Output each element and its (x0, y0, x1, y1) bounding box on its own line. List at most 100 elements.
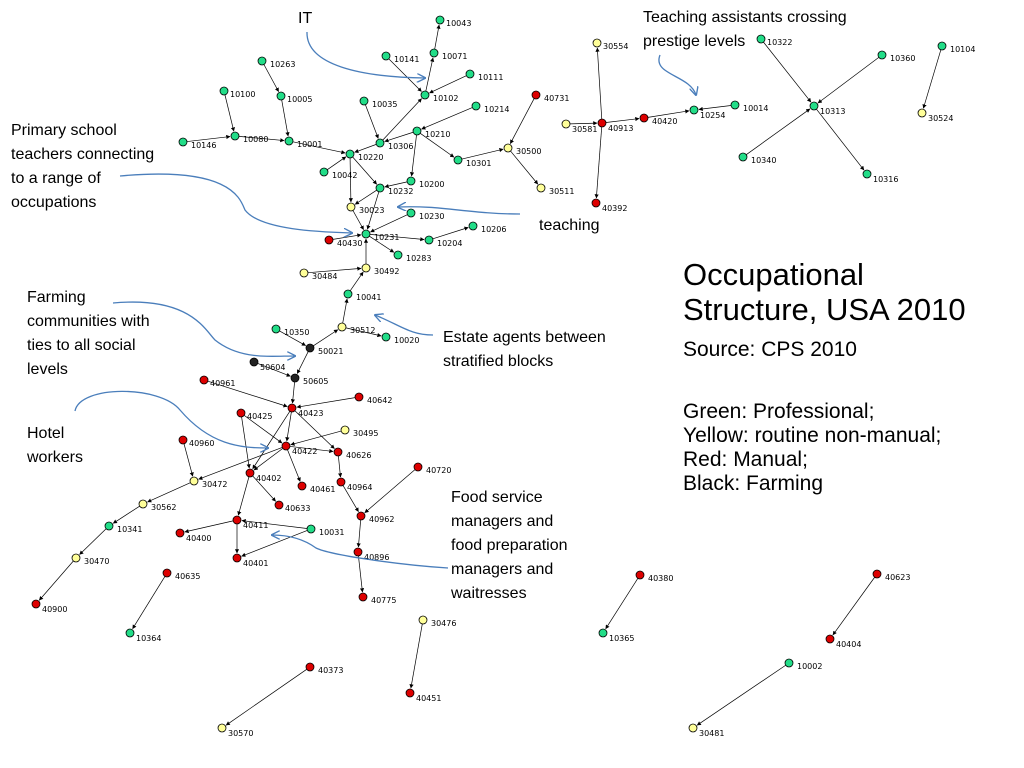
node-circle-professional (406, 208, 416, 218)
node-label: 40430 (337, 239, 362, 248)
edge-40422-40461 (287, 449, 301, 482)
node-label: 10200 (419, 180, 444, 189)
edge-10204-10206 (432, 226, 469, 240)
node-label: 30524 (928, 114, 953, 123)
edge-10146-10080 (186, 134, 231, 142)
node-label: 40642 (367, 396, 392, 405)
node-40961: 40961 (199, 375, 235, 388)
node-circle-professional (343, 289, 353, 299)
annotation-primary-school: Primary school teachers connecting to a … (11, 122, 155, 211)
legend-item-routine: Yellow: routine non-manual; (683, 424, 942, 447)
node-10254: 10254 (689, 105, 725, 120)
node-30476: 30476 (418, 615, 456, 628)
node-40960: 40960 (178, 435, 214, 448)
node-30481: 30481 (688, 723, 724, 738)
node-label: 10005 (287, 95, 312, 104)
node-circle-professional (319, 167, 329, 177)
node-label: 40461 (310, 485, 335, 494)
callout-arrow-food (272, 535, 449, 569)
node-label: 10146 (191, 141, 216, 150)
node-30570: 30570 (217, 723, 253, 738)
node-10100: 10100 (219, 86, 255, 99)
node-10014: 10014 (730, 100, 768, 113)
node-label: 30484 (312, 272, 337, 281)
node-circle-farming (249, 357, 259, 367)
node-label: 40623 (885, 573, 910, 582)
node-label: 40775 (371, 596, 396, 605)
node-circle-routine (217, 723, 227, 733)
node-label: 10042 (332, 171, 357, 180)
node-label: 10071 (442, 52, 467, 61)
edge-10313-10316 (816, 108, 865, 171)
node-10043: 10043 (435, 15, 471, 28)
node-10005: 10005 (276, 91, 312, 104)
node-label: 10231 (374, 233, 399, 242)
callout-arrow-hotel (74, 390, 268, 448)
node-circle-farming (290, 373, 300, 383)
node-circle-manual (287, 403, 297, 413)
node-label: 10340 (751, 156, 776, 165)
edge-30023-10231 (352, 210, 364, 230)
node-circle-professional (375, 138, 385, 148)
edge-40411-40400 (184, 520, 234, 534)
node-label: 10104 (950, 45, 975, 54)
node-label: 10031 (319, 528, 344, 537)
edge-10306-10220 (354, 144, 377, 153)
node-10002: 10002 (784, 658, 822, 671)
edge-10210-10306 (384, 131, 414, 143)
node-label: 30470 (84, 557, 109, 566)
node-10041: 10041 (343, 289, 381, 302)
node-10031: 10031 (306, 524, 344, 537)
edge-40423-40422 (285, 411, 292, 442)
node-label: 40411 (243, 521, 268, 530)
node-10220: 10220 (345, 149, 383, 162)
edge-30476-40451 (409, 623, 423, 689)
node-30472: 30472 (189, 476, 227, 489)
node-circle-routine (561, 119, 571, 129)
node-circle-professional (730, 100, 740, 110)
node-circle-professional (784, 658, 794, 668)
node-label: 40635 (175, 572, 200, 581)
node-circle-manual (324, 235, 334, 245)
node-10350: 10350 (271, 324, 309, 337)
node-label: 30570 (228, 729, 253, 738)
node-label: 40913 (608, 124, 633, 133)
node-40420: 40420 (639, 113, 677, 126)
source-label: Source: CPS 2010 (683, 338, 857, 361)
edge-10102-10071 (425, 57, 435, 92)
node-circle-manual (872, 569, 882, 579)
edge-10031-40401 (241, 530, 308, 557)
node-circle-professional (284, 136, 294, 146)
edge-40422-40402 (253, 448, 284, 471)
node-circle-professional (471, 101, 481, 111)
node-40633: 40633 (274, 500, 310, 513)
node-circle-professional (429, 48, 439, 58)
node-circle-professional (738, 152, 748, 162)
node-circle-professional (125, 628, 135, 638)
edge-10210-10200 (409, 134, 417, 177)
node-label: 30476 (431, 619, 456, 628)
node-label: 10254 (700, 111, 725, 120)
node-40900: 40900 (31, 599, 67, 614)
node-10313: 10313 (809, 101, 845, 116)
node-10042: 10042 (319, 167, 357, 180)
node-10204: 10204 (424, 235, 462, 248)
node-circle-manual (199, 375, 209, 385)
edge-10230-10231 (370, 214, 408, 233)
edge-40626-40964 (338, 455, 343, 478)
edge-10002-30481 (696, 664, 786, 726)
node-10263: 10263 (257, 56, 295, 69)
node-10210: 10210 (412, 126, 450, 139)
node-label: 30554 (603, 42, 628, 51)
node-circle-professional (257, 56, 267, 66)
edge-40373-30570 (225, 668, 307, 726)
node-10341: 10341 (104, 521, 142, 534)
node-label: 40626 (346, 451, 371, 460)
node-circle-manual (358, 592, 368, 602)
node-label: 10220 (358, 153, 383, 162)
edge-10001-10220 (292, 141, 346, 155)
node-label: 40373 (318, 666, 343, 675)
edge-10232-10231 (366, 191, 380, 230)
node-label: 10001 (297, 140, 322, 149)
